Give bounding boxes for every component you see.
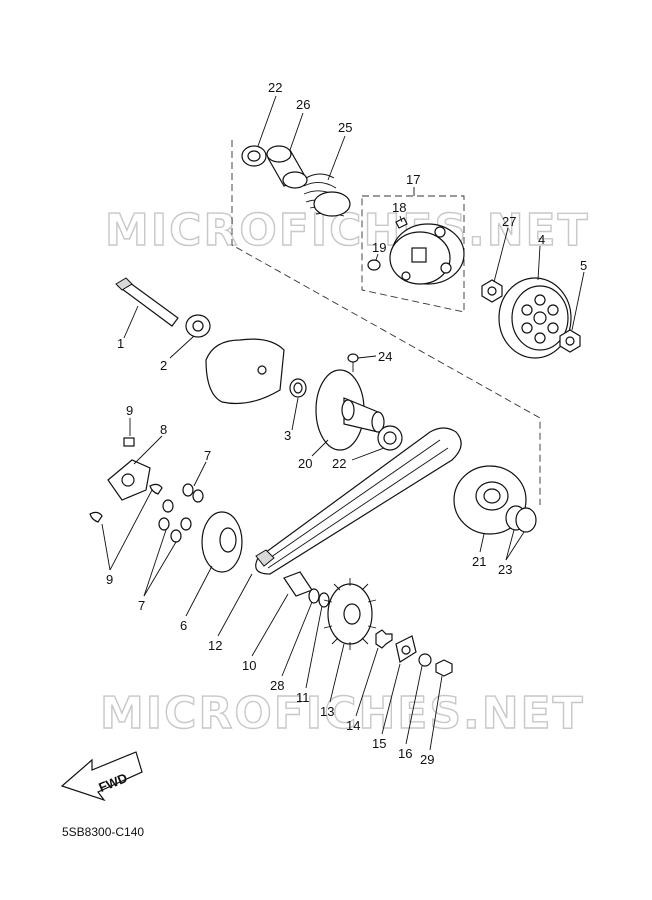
part-7-weights-lower[interactable] (158, 499, 192, 543)
label-10: 10 (242, 658, 256, 673)
label-18: 18 (392, 200, 406, 215)
label-19: 19 (372, 240, 386, 255)
label-7-bottom: 7 (138, 598, 145, 613)
part-25-spring[interactable] (303, 173, 351, 217)
part-3-washer[interactable] (289, 378, 307, 398)
label-25: 25 (338, 120, 352, 135)
label-21: 21 (472, 554, 486, 569)
label-1: 1 (117, 336, 124, 351)
part-16-washer[interactable] (418, 653, 432, 667)
label-22-top: 22 (268, 80, 282, 95)
label-6: 6 (180, 618, 187, 633)
leader-lines (101, 95, 585, 751)
part-15-plate[interactable] (395, 635, 417, 663)
gear-case-cover (205, 338, 285, 405)
label-2: 2 (160, 358, 167, 373)
part-28-washer[interactable] (308, 588, 320, 604)
label-4: 4 (538, 232, 545, 247)
part-10-collar[interactable] (283, 571, 313, 597)
label-15: 15 (372, 736, 386, 751)
label-23: 23 (498, 562, 512, 577)
part-22-oil-seal[interactable] (377, 425, 403, 451)
label-9-top: 9 (126, 403, 133, 418)
part-19-clip[interactable] (367, 259, 381, 271)
part-17-clutch[interactable] (389, 223, 465, 285)
label-14: 14 (346, 718, 360, 733)
label-26: 26 (296, 97, 310, 112)
diagram-code: 5SB8300-C140 (62, 825, 145, 839)
part-6-primary-sheave[interactable] (201, 511, 243, 573)
label-5: 5 (580, 258, 587, 273)
part-8-cam[interactable] (107, 459, 151, 501)
label-29: 29 (420, 752, 434, 767)
part-5-nut[interactable] (559, 329, 581, 353)
label-13: 13 (320, 704, 334, 719)
part-23-o-rings[interactable] (505, 505, 537, 533)
part-4-clutch-housing[interactable] (498, 277, 572, 359)
watermark-bottom: MICROFICHES.NET (100, 688, 585, 739)
label-28: 28 (270, 678, 284, 693)
assembly-boundary (231, 140, 541, 505)
part-labels: 22 26 25 17 18 19 27 4 5 1 2 24 3 20 22 … (106, 80, 587, 767)
label-11: 11 (296, 690, 310, 705)
label-20: 20 (298, 456, 312, 471)
part-27-nut[interactable] (481, 279, 503, 303)
part-12-v-belt[interactable] (255, 427, 462, 575)
part-26-collar[interactable] (266, 145, 308, 189)
label-16: 16 (398, 746, 412, 761)
part-24-screw[interactable] (347, 353, 359, 372)
part-2-bearing[interactable] (185, 314, 211, 338)
label-17: 17 (406, 172, 420, 187)
part-9-slider-top[interactable] (123, 437, 135, 447)
label-24: 24 (378, 349, 392, 364)
part-29-nut[interactable] (435, 659, 453, 677)
part-9-slider-mid[interactable] (149, 483, 163, 495)
part-22-washer[interactable] (241, 145, 267, 167)
part-20-secondary-sheave[interactable] (315, 369, 385, 451)
fwd-arrow-icon: FWD (60, 751, 143, 802)
label-7-top: 7 (204, 448, 211, 463)
label-12: 12 (208, 638, 222, 653)
part-9-slider-left[interactable] (89, 511, 103, 523)
clutch-boundary (361, 195, 465, 313)
watermark-top: MICROFICHES.NET (105, 205, 590, 256)
label-8: 8 (160, 422, 167, 437)
part-1-shaft[interactable] (115, 277, 179, 327)
part-7-weights-upper[interactable] (182, 483, 204, 503)
part-14-plate[interactable] (375, 629, 393, 649)
part-13-primary-fixed-sheave[interactable] (323, 578, 377, 650)
label-22-lower: 22 (332, 456, 346, 471)
label-27: 27 (502, 214, 516, 229)
label-9-bottom: 9 (106, 572, 113, 587)
label-3: 3 (284, 428, 291, 443)
